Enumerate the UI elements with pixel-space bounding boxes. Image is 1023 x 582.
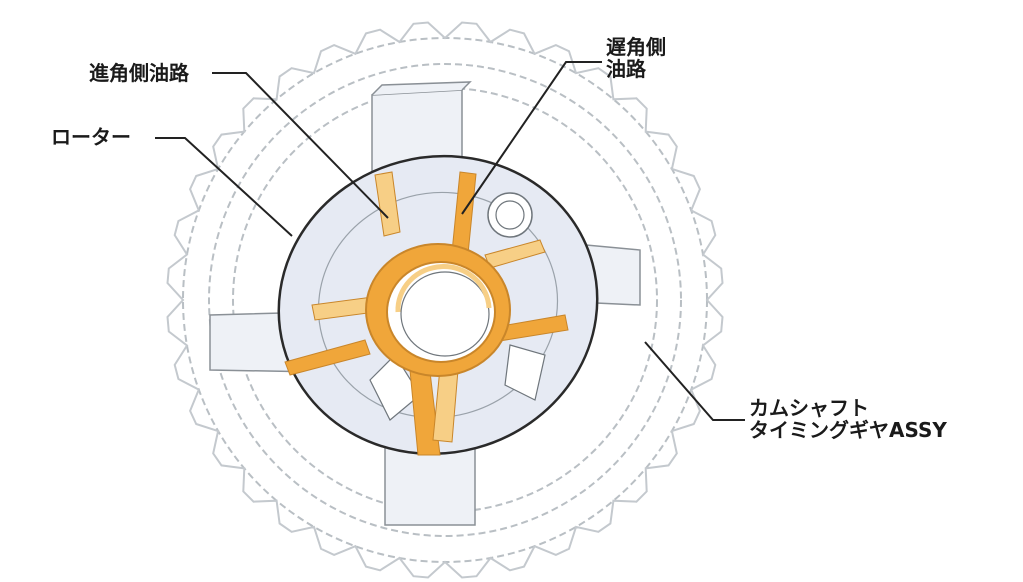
oil-passages <box>284 171 569 456</box>
label-retard-line1: 遅角側 <box>606 35 666 59</box>
label-gear-line2: タイミングギヤASSY <box>749 418 947 442</box>
leader-advance <box>212 72 389 219</box>
sprocket-tooth-ring <box>166 21 724 579</box>
label-advance-text: 進角側油路 <box>89 61 189 85</box>
label-advance-oil-passage: 進角側油路 <box>89 62 189 84</box>
label-rotor: ローター <box>51 126 131 148</box>
label-retard-line2: 油路 <box>606 57 646 81</box>
leader-gear <box>644 341 745 421</box>
sprocket-teeth <box>166 21 724 579</box>
leader-retard <box>461 61 602 215</box>
leader-rotor <box>155 137 293 237</box>
label-camshaft-timing-gear: カムシャフト タイミングギヤASSY <box>749 397 947 441</box>
label-gear-line1: カムシャフト <box>749 396 869 420</box>
label-retard-oil-passage: 遅角側 油路 <box>606 36 666 80</box>
label-rotor-text: ローター <box>51 125 131 149</box>
leader-lines <box>155 61 745 421</box>
center-bore <box>365 243 511 377</box>
